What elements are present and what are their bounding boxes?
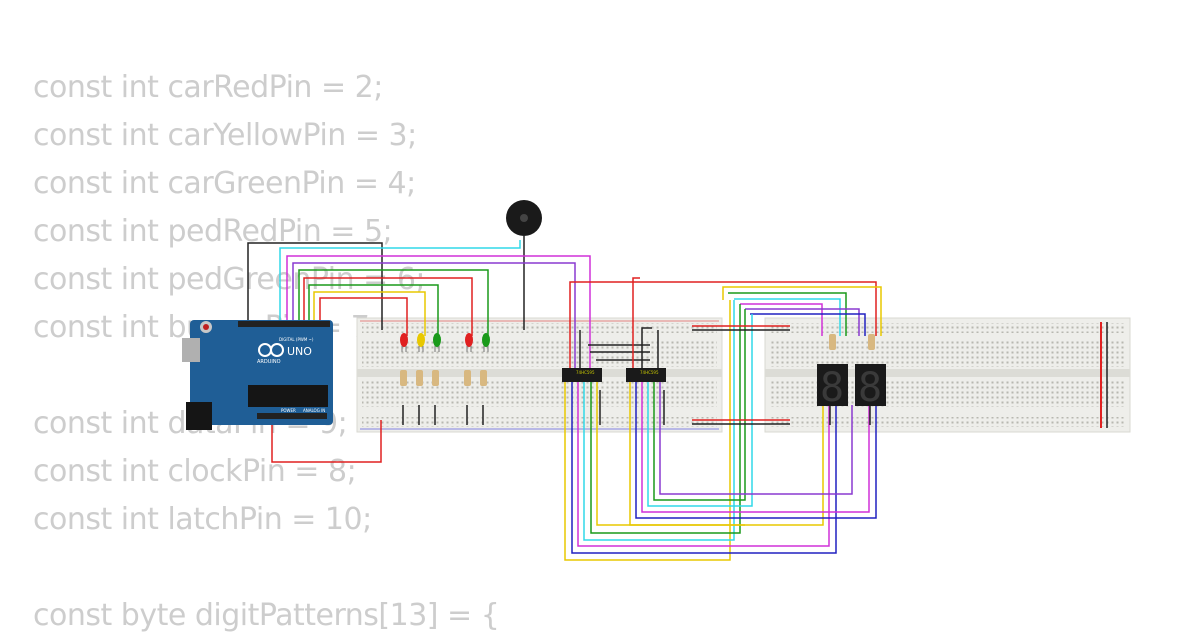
led-ped-red [465,333,473,352]
buzzer [506,200,542,330]
board-digital-label: DIGITAL (PWM ~) [279,337,314,342]
seven-segment-display-1: 8 [817,364,848,411]
breadboard-left [356,317,723,433]
board-brand-text: UNO [287,345,312,358]
shift-register-2: 74HC595 [626,368,666,382]
arduino-uno-board: UNO ARDUINO DIGITAL (PWM ~) POWER ANALOG… [182,320,333,430]
shift-register-label: 74HC595 [576,370,595,375]
code-line: const int clockPin = 8; [33,454,357,489]
code-line: const int carYellowPin = 3; [33,118,417,153]
code-line: const int carRedPin = 2; [33,70,383,105]
led-ped-green [482,333,490,352]
shift-register-label: 74HC595 [640,370,659,375]
resistors [400,334,875,386]
code-line: const int pedGreenPin = 6; [33,262,426,297]
wires [247,240,882,561]
code-line: const int latchPin = 10; [33,502,372,537]
led-car-yellow [417,333,425,352]
shift-register-1: 74HC595 [562,368,602,382]
code-line: const int carGreenPin = 4; [33,166,416,201]
led-car-green [433,333,441,352]
board-analog-label: ANALOG IN [303,408,325,413]
led-car-red [400,333,408,352]
board-maker-text: ARDUINO [257,359,281,365]
board-power-label: POWER [281,408,296,413]
code-line: const byte digitPatterns[13] = { [33,598,500,633]
seven-segment-display-2: 8 [855,364,886,411]
display-digit: 8 [820,365,844,411]
display-digit: 8 [858,365,882,411]
